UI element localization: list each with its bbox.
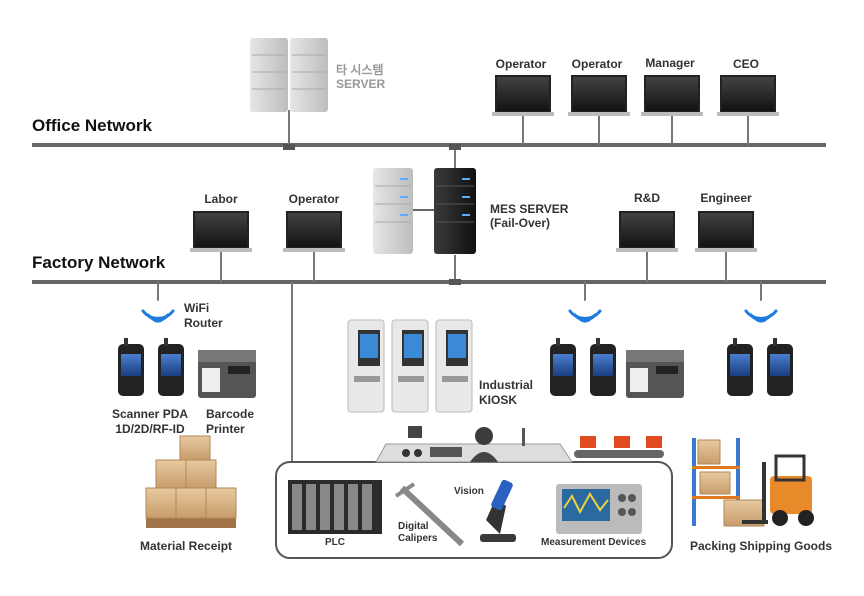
office-monitor-icon [492,75,779,145]
packing-label: Packing Shipping Goods [690,539,833,553]
factory-network-label: Factory Network [32,253,166,272]
factory-station-label: Labor [204,192,238,206]
barcode-printer-label: Barcode Printer [206,407,255,436]
office-station-label: CEO [732,57,759,71]
conveyor-icon [574,436,664,458]
kiosk-icon [347,319,473,413]
vision-label: Vision [454,486,484,497]
scanner-pda-label: Scanner PDA 1D/2D/RF-ID [112,407,189,436]
factory-station-label: Operator [288,192,340,206]
office-network-label: Office Network [32,116,152,135]
microscope-icon [480,479,516,542]
mes-server-label: MES SERVER (Fail-Over) [490,202,569,230]
other-system-server-icon [250,38,328,150]
barcode-printer-icon [198,350,684,398]
plc-icon [288,480,382,534]
material-receipt-label: Material Receipt [140,539,233,553]
office-station-label: Manager [645,56,695,70]
warehouse-shelf-icon [692,438,765,527]
measurement-device-icon [556,484,642,534]
mes-server-icon [373,144,476,285]
calipers-label: Digital Calipers [398,521,438,544]
office-station-label: Operator [571,57,623,71]
measurement-devices-label: Measurement Devices [541,537,647,548]
caliper-icon [394,482,465,547]
forklift-icon [742,454,814,526]
plc-label: PLC [325,537,345,548]
control-console-icon [375,426,573,463]
material-boxes-icon [145,435,237,528]
scanner-pda-icon [118,338,793,396]
wifi-router-label: WiFi Router [184,301,223,330]
other-server-label: 타 시스템 SERVER [336,63,386,91]
factory-monitor-icon [190,211,757,282]
wifi-icon [141,281,778,323]
office-station-label: Operator [495,57,547,71]
factory-station-label: Engineer [700,191,752,205]
factory-station-label: R&D [634,191,660,205]
kiosk-label: Industrial KIOSK [479,378,534,407]
